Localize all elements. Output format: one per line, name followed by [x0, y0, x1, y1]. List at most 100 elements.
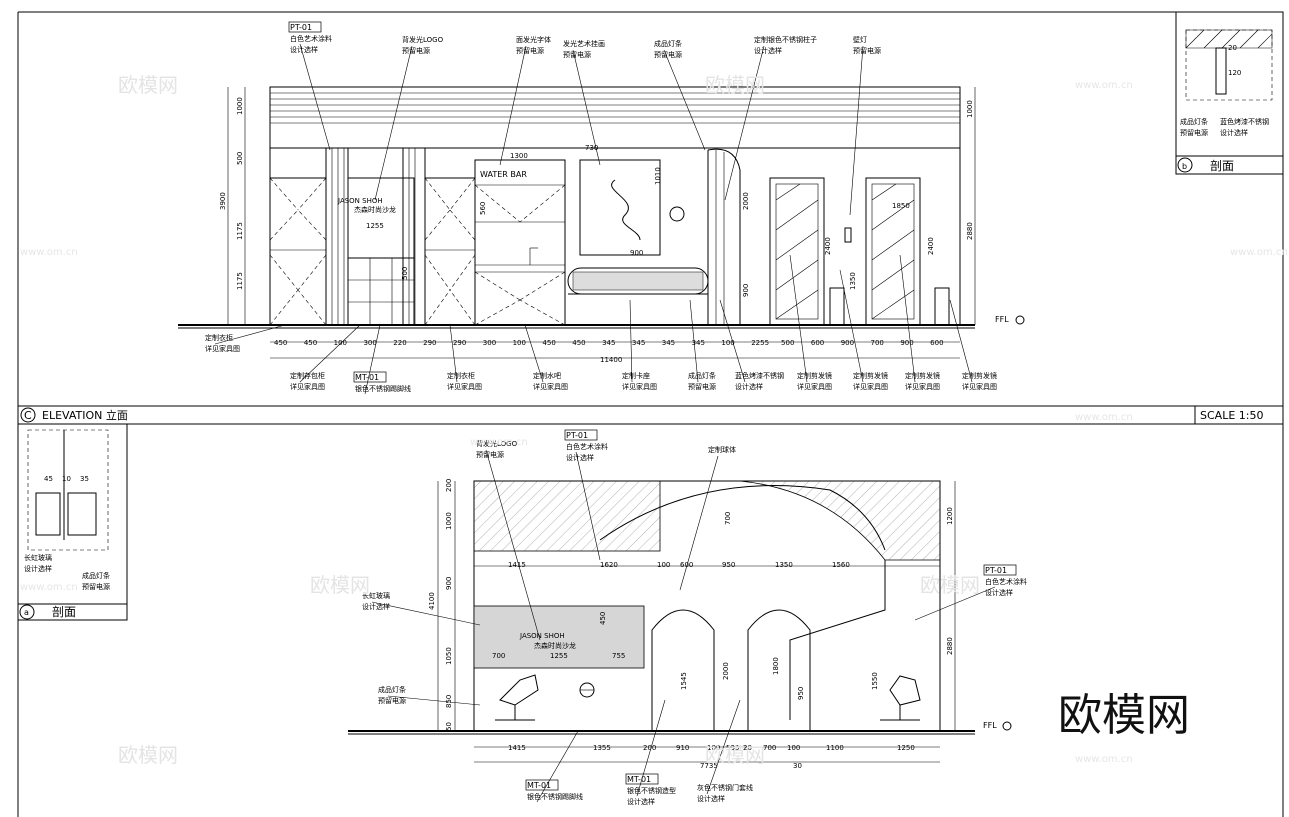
water-bar-text: WATER BAR [480, 170, 527, 179]
dim-lower-bottom: 1250 [897, 744, 915, 752]
elevation-scale: SCALE 1:50 [1200, 409, 1263, 422]
art-painting [579, 159, 661, 256]
section-a-dim1: 45 [44, 475, 53, 483]
label-line1: 成品灯条 [378, 685, 406, 694]
label-code: PT-01 [985, 566, 1007, 575]
dim-upper-inner: 1350 [849, 272, 857, 290]
label-line2: 详见家具图 [853, 382, 888, 391]
dim-upper-bottom: 600 [930, 339, 943, 347]
ffl-upper: FFL [995, 315, 1009, 324]
watermark-brand: 欧模网 [118, 743, 178, 767]
dim-upper-bottom: 345 [602, 339, 615, 347]
label-line1: 背发光LOGO [402, 35, 444, 44]
label-line2: 预留电源 [378, 696, 406, 705]
label-line1: 面发光字体 [516, 35, 551, 44]
dim-upper-bottom: 450 [274, 339, 287, 347]
logo-text-lower: JASON SHOH [519, 632, 565, 640]
section-b-label1-line2: 预留电源 [1180, 128, 1208, 137]
label-line2: 详见家具图 [447, 382, 482, 391]
dim-upper-right: 1000 [966, 100, 974, 118]
dim-upper-bottom: 345 [692, 339, 705, 347]
dim-lower-inner: 700 [724, 512, 732, 525]
label-line1: 定制球体 [708, 445, 736, 454]
dim-upper-bottom: 2255 [751, 339, 769, 347]
dim-lower-mid: 950 [722, 561, 735, 569]
dim-lower-mid: 1560 [832, 561, 850, 569]
label-code: MT-01 [627, 775, 651, 784]
dim-upper-inner: 2400 [824, 237, 832, 255]
annotation-labels: PT-01白色艺术涂料设计选样背发光LOGO预留电源面发光字体预留电源发光艺术挂… [205, 21, 1027, 806]
watermark-brand: 欧模网 [705, 743, 765, 767]
label-code: PT-01 [290, 23, 312, 32]
dim-lower-bottom: 20 [743, 744, 752, 752]
label-line1: 银色不锈钢造型 [627, 786, 676, 795]
dim-lower-bottom: 910 [676, 744, 689, 752]
dim-lower-mid: 1415 [508, 561, 526, 569]
dim-lower-mid: 100 [657, 561, 670, 569]
section-a-label2-line1: 成品灯条 [82, 571, 110, 580]
label-line2: 设计选样 [697, 794, 725, 803]
label-line1: 蓝色烤漆不锈钢 [735, 371, 784, 380]
dim-lower-bottom: 1415 [508, 744, 526, 752]
section-a-label1-line1: 长虹玻璃 [24, 553, 52, 562]
label-line1: 背发光LOGO [476, 439, 518, 448]
section-a-label1-line2: 设计选样 [24, 564, 52, 573]
elevation-lower: JASON SHOH 杰森时尚沙龙 FFL [348, 480, 1012, 763]
dim-upper-inner: 1300 [510, 152, 528, 160]
label-line2: 预留电源 [853, 46, 881, 55]
label-line2: 详见家具图 [962, 382, 997, 391]
label-line2: 设计选样 [985, 588, 1013, 597]
dim-upper-bottom: 300 [363, 339, 376, 347]
label-code: MT-01 [527, 781, 551, 790]
wardrobe-left [269, 177, 327, 326]
label-line2: 设计选样 [735, 382, 763, 391]
dim-lower-sub: 30 [793, 762, 802, 770]
dim-upper-bottom: 345 [632, 339, 645, 347]
dim-upper-bottom: 450 [542, 339, 555, 347]
label-line2: 预留电源 [563, 50, 591, 59]
booth-seat [567, 267, 709, 295]
dim-upper-inner: 1255 [366, 222, 384, 230]
dim-lower-glass: 755 [612, 652, 625, 660]
label-line2: 设计选样 [362, 602, 390, 611]
dim-upper-bottom: 220 [393, 339, 406, 347]
section-b [1175, 11, 1284, 175]
dim-upper-left: 3900 [219, 192, 227, 210]
watermark-url: www.om.cn [20, 247, 78, 258]
dim-upper-bottom: 450 [572, 339, 585, 347]
dim-upper-bottom: 700 [871, 339, 884, 347]
dim-lower-inner: 2000 [722, 662, 730, 680]
dim-upper-inner: 560 [479, 202, 487, 215]
dim-lower-bottom: 700 [763, 744, 776, 752]
label-line1: 定制银色不锈钢柱子 [754, 35, 817, 44]
dim-lower-inner: 1800 [772, 657, 780, 675]
dim-lower-glass: 1255 [550, 652, 568, 660]
dim-upper-bottom: 450 [304, 339, 317, 347]
label-line1: 白色艺术涂料 [566, 442, 608, 451]
ribbed-glass-panel: JASON SHOH 杰森时尚沙龙 [473, 605, 645, 669]
label-line2: 设计选样 [754, 46, 782, 55]
dim-upper-total: 11400 [600, 356, 622, 364]
dim-upper-bottom: 100 [513, 339, 526, 347]
label-code: MT-01 [355, 373, 379, 382]
section-a [17, 423, 128, 621]
dim-lower-left: 4100 [428, 592, 436, 610]
elevation-tag-letter: C [24, 409, 32, 422]
water-bar: WATER BAR [474, 159, 566, 326]
label-line1: 定制水吧 [533, 371, 561, 380]
label-line1: 定制衣柜 [447, 371, 475, 380]
ffl-lower: FFL [983, 721, 997, 730]
label-line1: 长虹玻璃 [362, 591, 390, 600]
label-line1: 白色艺术涂料 [290, 34, 332, 43]
dim-upper-inner: 1010 [654, 167, 662, 185]
watermark-url: www.om.cn [20, 582, 78, 593]
dim-upper-bottom: 600 [811, 339, 824, 347]
section-a-dim3: 35 [80, 475, 89, 483]
label-line1: 定制剪发镜 [905, 371, 940, 380]
dim-upper-bottom: 100 [334, 339, 347, 347]
dim-upper-bottom: 300 [483, 339, 496, 347]
dim-upper-left: 1000 [236, 97, 244, 115]
dim-upper-bottom: 345 [662, 339, 675, 347]
